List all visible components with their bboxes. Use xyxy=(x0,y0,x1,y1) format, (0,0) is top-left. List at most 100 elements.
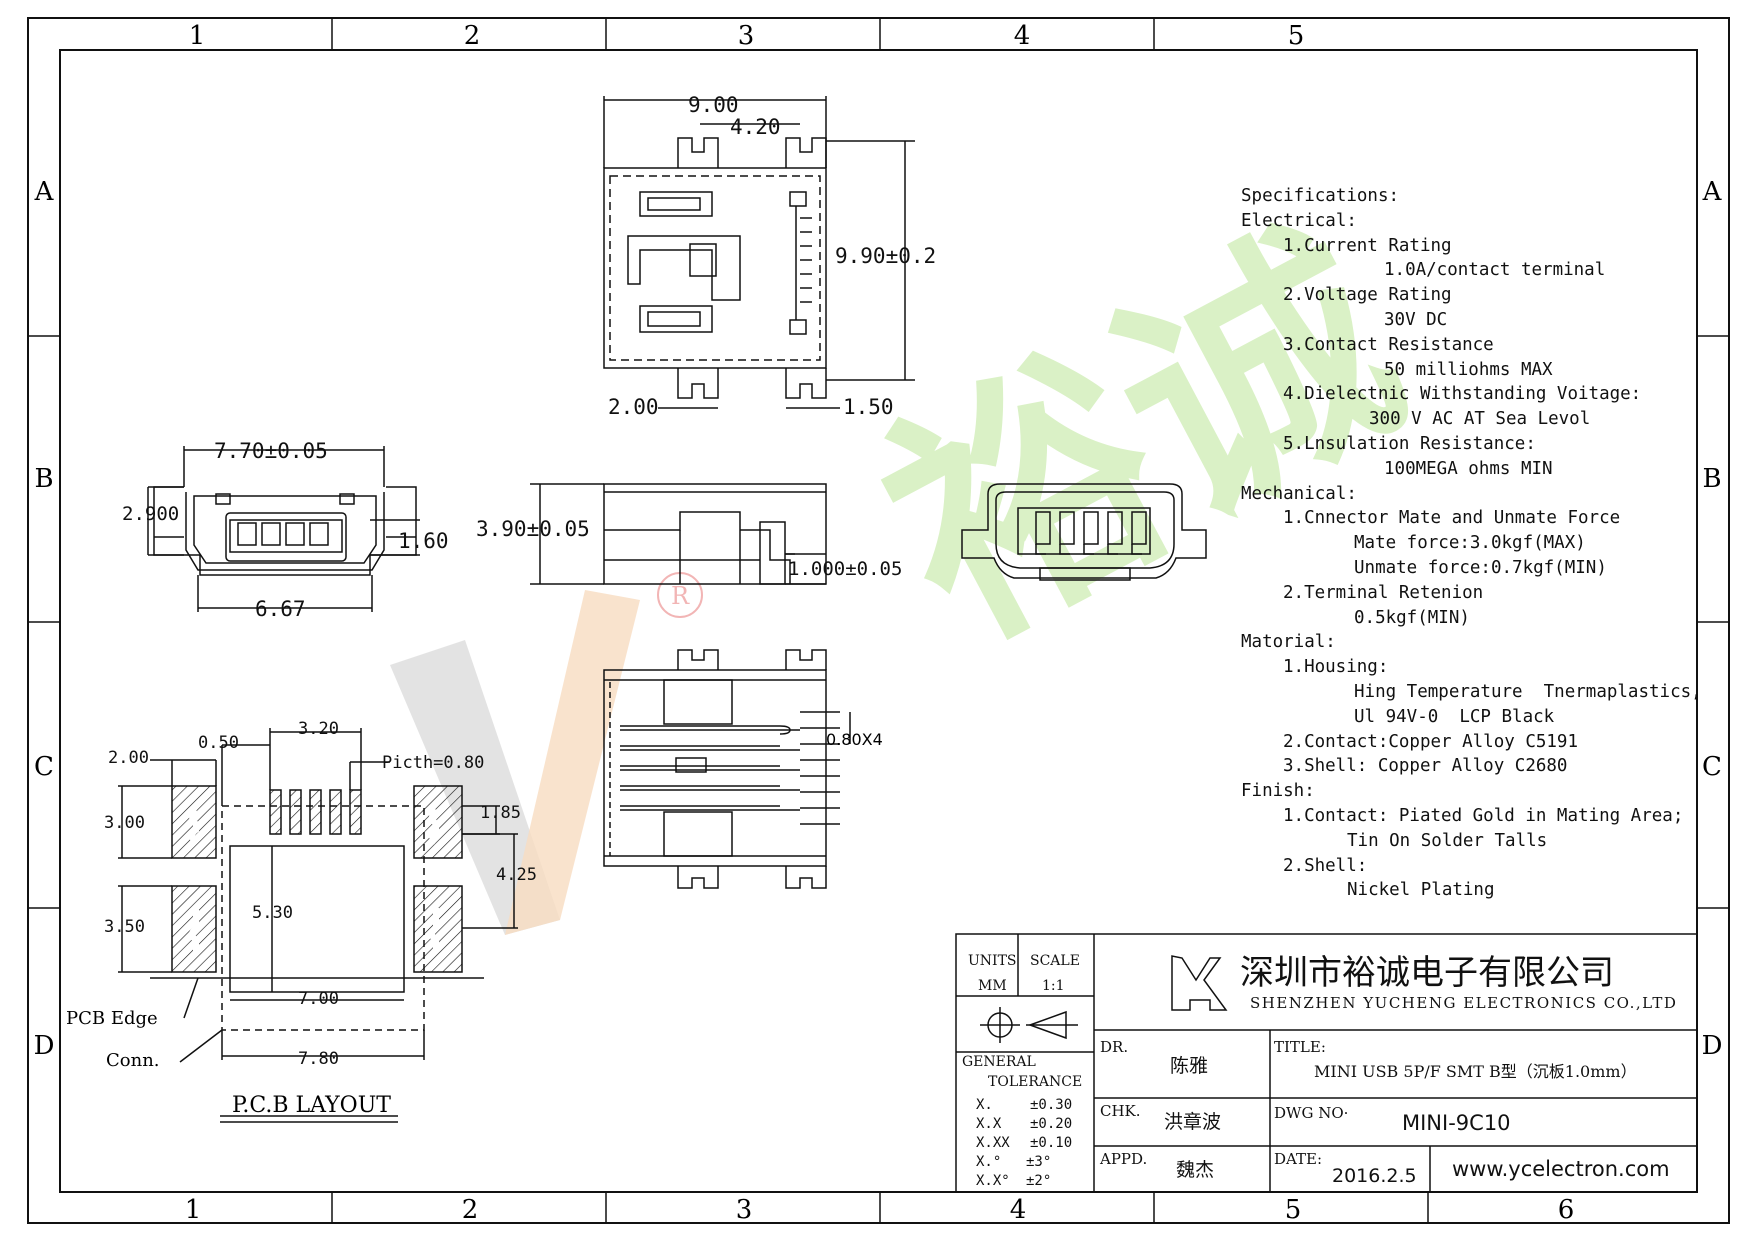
top-view xyxy=(603,96,915,409)
units-value: MM xyxy=(978,978,1007,994)
dim-top-pitch: 4.20 xyxy=(730,115,781,139)
pcb-layout-title: P.C.B LAYOUT xyxy=(232,1093,391,1118)
dim-front-height: 2.900 xyxy=(122,503,179,525)
spec-line: 2.Voltage Rating xyxy=(1283,285,1452,306)
bottom-view xyxy=(603,649,851,889)
dim-front-side: 1.60 xyxy=(398,529,449,553)
chk-value: 洪章波 xyxy=(1164,1111,1221,1133)
spec-line: 1.Housing: xyxy=(1283,657,1389,678)
spec-line: Matorial: xyxy=(1241,632,1336,653)
spec-line: Nickel Plating xyxy=(1347,880,1495,901)
dim-front-bottom: 6.67 xyxy=(255,597,306,621)
row-label: B xyxy=(1702,464,1721,494)
spec-line: Unmate force:0.7kgf(MIN) xyxy=(1354,557,1607,578)
spec-line: 30V DC xyxy=(1384,309,1448,330)
website: www.ycelectron.com xyxy=(1452,1157,1670,1181)
tol-key: X.X° xyxy=(976,1173,1010,1189)
col-label: 2 xyxy=(462,1195,479,1225)
spec-line: 2.Terminal Retenion xyxy=(1283,582,1484,603)
tolerance-label: TOLERANCE xyxy=(988,1074,1082,1090)
dim-pcb-185: 1.85 xyxy=(480,803,521,823)
row-label: C xyxy=(1702,752,1722,782)
col-label: 1 xyxy=(185,1195,202,1225)
dim-side-height: 3.90±0.05 xyxy=(476,517,590,541)
dim-pcb-780: 7.80 xyxy=(298,1049,339,1069)
tol-value: ±0.20 xyxy=(1030,1116,1072,1132)
tol-key: X.XX xyxy=(976,1135,1010,1151)
col-label: 5 xyxy=(1285,1195,1302,1225)
pcb-layout xyxy=(118,728,518,1123)
spec-line: Electrical: xyxy=(1241,210,1357,231)
spec-line: Mechanical: xyxy=(1241,483,1357,504)
col-label: 2 xyxy=(464,21,481,51)
spec-line: 3.Contact Resistance xyxy=(1283,334,1494,355)
row-label: A xyxy=(34,177,55,207)
col-label: 1 xyxy=(189,21,206,51)
tol-value: ±0.30 xyxy=(1030,1097,1072,1113)
company-name-en: SHENZHEN YUCHENG ELECTRONICS CO.,LTD xyxy=(1250,994,1677,1012)
row-label: D xyxy=(1702,1031,1723,1061)
col-label: 3 xyxy=(738,21,755,51)
spec-line: Hing Temperature Tnermaplastics, xyxy=(1354,681,1702,702)
chk-label: CHK. xyxy=(1100,1102,1141,1120)
dim-pcb-530: 5.30 xyxy=(252,903,293,923)
scale-value: 1:1 xyxy=(1042,978,1065,994)
col-label: 3 xyxy=(736,1195,753,1225)
tol-key: X. xyxy=(976,1097,993,1113)
spec-line: 2.Contact:Copper Alloy C5191 xyxy=(1283,731,1579,752)
dim-pcb-700: 7.00 xyxy=(298,989,339,1009)
spec-line: Tin On Solder Talls xyxy=(1347,830,1548,851)
spec-line: 3.Shell: Copper Alloy C2680 xyxy=(1283,756,1568,777)
company-name-cn: 深圳市裕诚电子有限公司 xyxy=(1240,953,1614,993)
watermark-r: R xyxy=(671,582,690,610)
drawing-title: MINI USB 5P/F SMT B型（沉板1.0mm） xyxy=(1314,1062,1637,1081)
spec-line: 300 V AC AT Sea Levol xyxy=(1369,409,1591,430)
dim-side-tail: 1.000±0.05 xyxy=(788,558,902,580)
tol-key: X.X xyxy=(976,1116,1002,1132)
dim-pcb-320: 3.20 xyxy=(298,719,339,739)
front-view-right xyxy=(961,483,1207,581)
spec-line: Specifications: xyxy=(1241,186,1400,206)
appd-label: APPD. xyxy=(1099,1150,1147,1168)
dim-top-foot-left: 2.00 xyxy=(608,395,659,419)
scale-label: SCALE xyxy=(1030,953,1080,969)
title-block xyxy=(955,933,1698,1193)
dim-bottom-pitch: 0.80X4 xyxy=(826,730,883,749)
date-value: 2016.2.5 xyxy=(1332,1165,1417,1187)
tol-key: X.° xyxy=(976,1154,1001,1170)
spec-line: Ul 94V-0 LCP Black xyxy=(1354,706,1555,727)
date-label: DATE: xyxy=(1274,1150,1322,1168)
spec-line: 4.Dielectnic Withstanding Voitage: xyxy=(1283,384,1642,405)
dim-pcb-350: 3.50 xyxy=(104,917,145,937)
tol-value: ±3° xyxy=(1026,1154,1051,1170)
label-pcb-edge: PCB Edge xyxy=(66,1008,158,1029)
row-label: A xyxy=(1702,177,1723,207)
side-view xyxy=(530,483,827,585)
dr-label: DR. xyxy=(1100,1038,1128,1056)
col-label: 6 xyxy=(1558,1195,1575,1225)
dr-value: 陈雅 xyxy=(1170,1055,1208,1077)
title-label: TITLE: xyxy=(1274,1038,1326,1056)
dim-top-height: 9.90±0.2 xyxy=(835,244,936,268)
units-label: UNITS xyxy=(968,953,1017,969)
spec-line: 1.Current Rating xyxy=(1283,235,1452,256)
spec-line: Mate force:3.0kgf(MAX) xyxy=(1354,533,1586,554)
spec-line: 1.Cnnector Mate and Unmate Force xyxy=(1283,508,1621,529)
row-label: B xyxy=(34,464,53,494)
dim-pcb-200: 2.00 xyxy=(108,748,149,768)
spec-line: 1.Contact: Piated Gold in Mating Area; xyxy=(1283,805,1684,826)
row-label: D xyxy=(34,1031,55,1061)
dim-pcb-pitch: Picth=0.80 xyxy=(382,753,484,773)
col-label: 4 xyxy=(1010,1195,1027,1225)
spec-line: 1.0A/contact terminal xyxy=(1384,260,1606,281)
specifications: Specifications: Electrical: 1.Current Rati… xyxy=(1241,184,1711,903)
col-label: 5 xyxy=(1288,21,1305,51)
tol-value: ±0.10 xyxy=(1030,1135,1072,1151)
dim-top-foot-right: 1.50 xyxy=(843,395,894,419)
spec-line: 0.5kgf(MIN) xyxy=(1354,607,1470,628)
dim-front-width: 7.70±0.05 xyxy=(214,439,328,463)
dim-pcb-050: 0.50 xyxy=(198,733,239,753)
appd-value: 魏杰 xyxy=(1176,1159,1214,1181)
dim-pcb-300: 3.00 xyxy=(104,813,145,833)
